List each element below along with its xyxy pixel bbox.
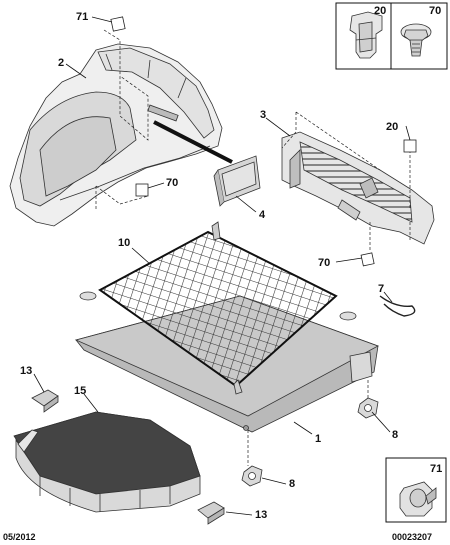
clip-20-icon (349, 11, 383, 59)
clip-70-marker-left (135, 183, 149, 197)
footer-date: 05/2012 (3, 532, 36, 542)
clip-70-icon (400, 23, 432, 57)
rear-panel-fastener-lines (281, 111, 411, 252)
strap (379, 295, 416, 317)
callouts: 71 2 70 3 20 4 10 70 7 1 8 8 13 15 13 (20, 11, 398, 521)
inset-label-20: 20 (374, 5, 386, 17)
storage-tray (13, 411, 201, 513)
clip-71-icon (399, 481, 437, 517)
callout-8-right: 8 (392, 429, 398, 441)
callout-2: 2 (58, 57, 64, 69)
callout-70-right: 70 (318, 257, 330, 269)
clip-71-marker (110, 16, 126, 32)
callout-70-left: 70 (166, 177, 178, 189)
inset-clip-71: 71 (385, 457, 447, 523)
inset-label-71: 71 (430, 463, 442, 475)
rear-side-panel (281, 131, 435, 245)
side-trim-fastener-lines (95, 29, 149, 210)
callout-15: 15 (74, 385, 86, 397)
callout-3: 3 (260, 109, 266, 121)
cargo-net (79, 221, 357, 395)
callout-10: 10 (118, 237, 130, 249)
callout-7: 7 (378, 283, 384, 295)
bracket-13-left (31, 389, 59, 413)
callout-20-right: 20 (386, 121, 398, 133)
inset-clips-20-70: 20 70 (335, 2, 448, 70)
leader-lines (33, 16, 411, 516)
callout-8-bottom: 8 (289, 478, 295, 490)
hook-clip-lower (241, 430, 263, 487)
callout-4: 4 (259, 209, 266, 221)
inset-label-70: 70 (429, 5, 441, 17)
side-trim-panel (9, 43, 233, 227)
callout-13-left: 13 (20, 365, 32, 377)
callout-13-bottom: 13 (255, 509, 267, 521)
small-cover-panel (213, 155, 261, 207)
clip-70-marker-right (360, 252, 375, 267)
callout-1: 1 (315, 433, 321, 445)
bracket-13-bottom (197, 501, 225, 525)
clip-20-marker-right (403, 139, 417, 153)
footer-reference: 00023207 (392, 532, 432, 542)
callout-71-top: 71 (76, 11, 88, 23)
hook-clip-upper (357, 380, 379, 419)
